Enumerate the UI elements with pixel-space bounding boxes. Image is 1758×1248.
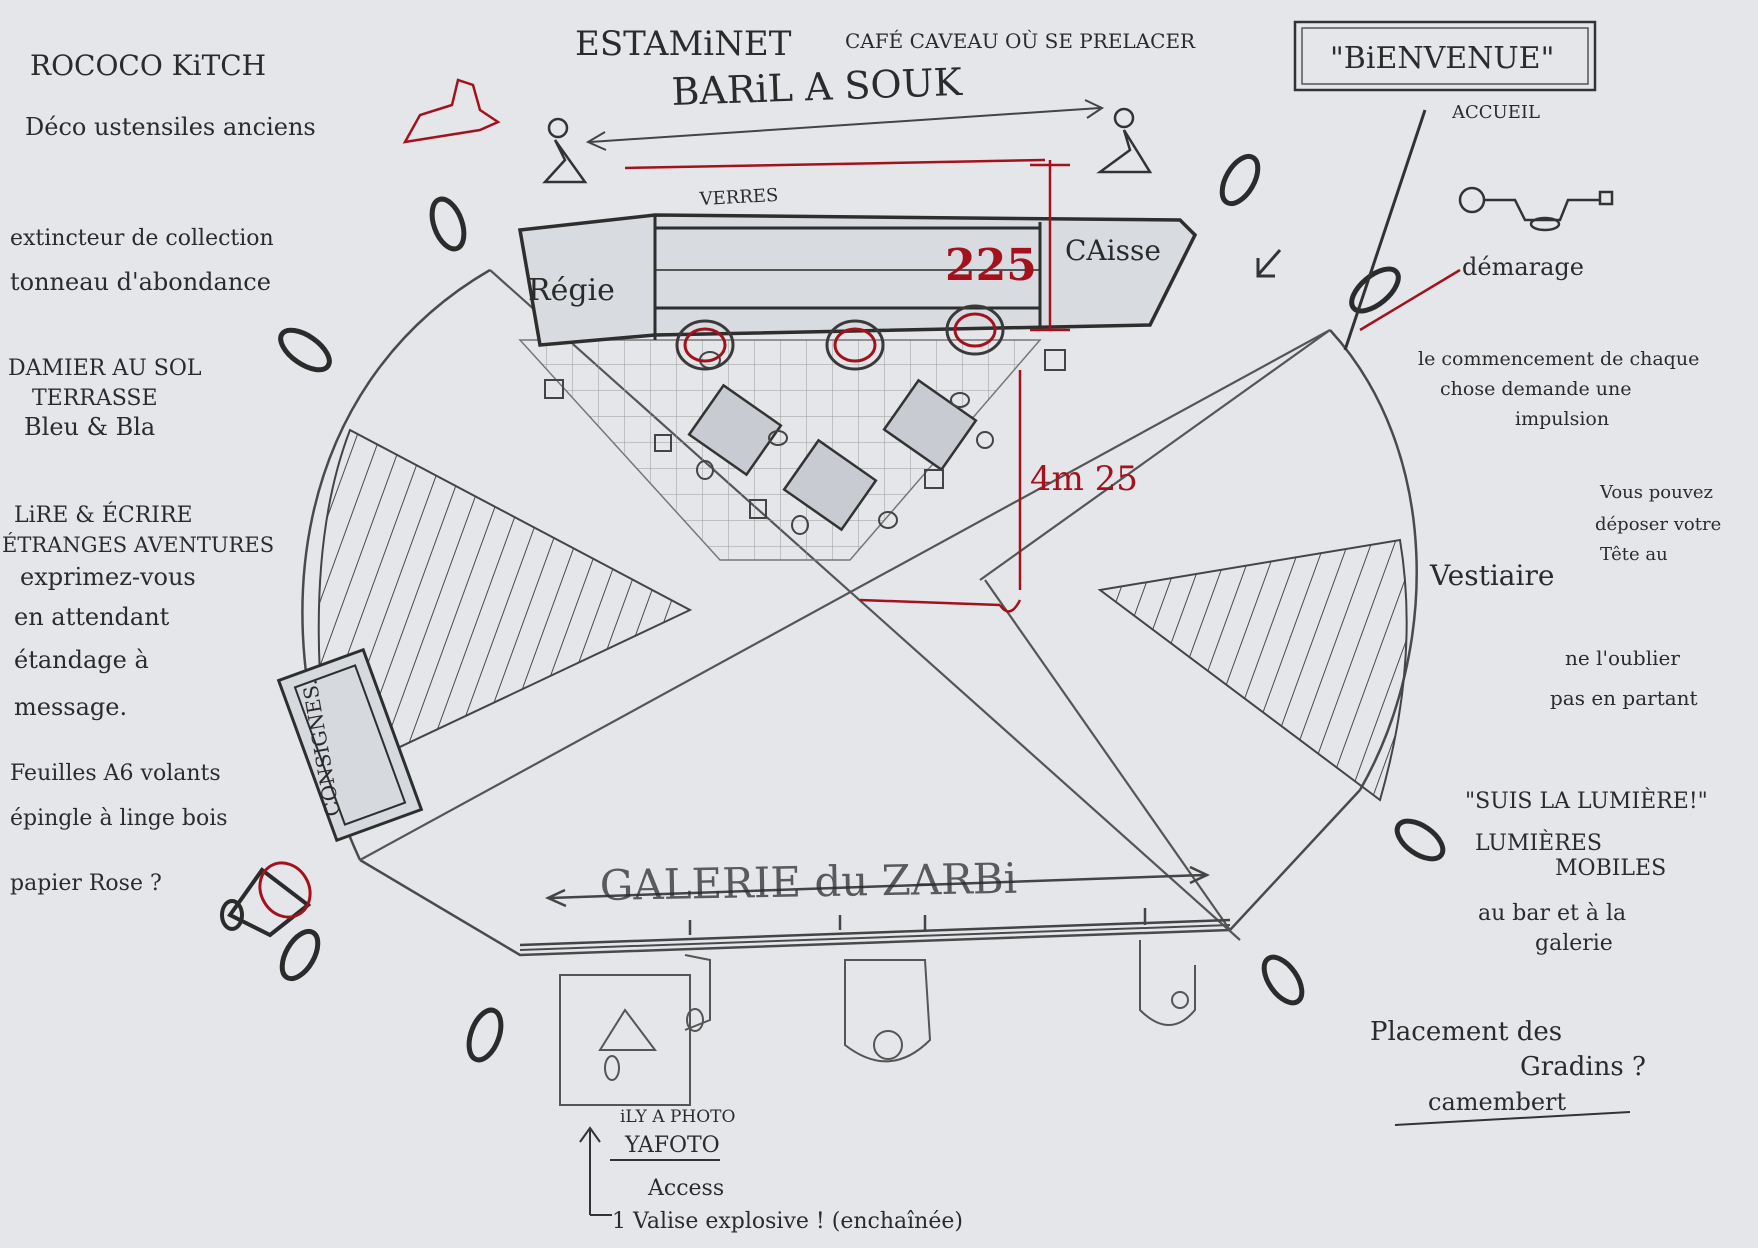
lamp-switch-icon: [1458, 186, 1614, 232]
message-label: message.: [14, 693, 127, 721]
dimension-height-label: 225: [945, 240, 1037, 291]
stool-round: [878, 511, 898, 529]
stool-round: [950, 392, 970, 408]
stool-round: [696, 460, 714, 480]
spotlight: [1219, 153, 1261, 207]
hanging-lamp-left: [542, 117, 588, 184]
spotlight: [1349, 266, 1401, 314]
width-arrow: [585, 99, 1105, 151]
consignes-board: [276, 647, 424, 843]
photo-frame: [559, 974, 691, 1106]
spotlight: [279, 928, 321, 982]
spotlight: [429, 196, 467, 252]
camembert-label: camembert: [1428, 1088, 1567, 1116]
oublier-label-1: ne l'oublier: [1565, 646, 1680, 670]
suis-lumiere-label: "SUIS LA LUMIÈRE!": [1465, 787, 1708, 814]
etranges-aventures-label: ÉTRANGES AVENTURES: [2, 533, 274, 557]
bar-stool: [825, 319, 885, 371]
bienvenue-sign: [1293, 20, 1597, 92]
rococo-kitch-label: ROCOCO KiTCH: [30, 49, 266, 82]
deco-label: Déco ustensiles anciens: [25, 113, 316, 141]
bleu-bla-label: Bleu & Bla: [24, 413, 155, 441]
caisse-label: CAisse: [1065, 234, 1161, 267]
stool-round: [791, 515, 809, 535]
access-arrow: [579, 1126, 720, 1216]
stool-square: [544, 379, 564, 399]
gradins-label: Gradins ?: [1520, 1052, 1646, 1082]
feuilles-label: Feuilles A6 volants: [10, 761, 221, 786]
extincteur-label: extincteur de collection: [10, 226, 274, 251]
bar-stool: [675, 319, 735, 371]
stool-square: [1044, 349, 1066, 371]
damier-label: DAMIER AU SOL: [8, 356, 202, 381]
verres-label: VERRES: [698, 185, 779, 210]
rococo-hat-sketch: [402, 78, 501, 144]
impulsion-line-2: chose demande une: [1440, 378, 1632, 400]
gallery-exhibits: [559, 940, 1196, 1106]
estaminet-title: ESTAMiNET: [575, 24, 792, 64]
photo-label: iLY A PHOTO: [620, 1107, 735, 1127]
galerie-note-label: galerie: [1535, 931, 1613, 956]
papier-rose-label: papier Rose ?: [10, 871, 162, 896]
access-label: Access: [647, 1176, 724, 1201]
hanging-lamp-right: [1096, 107, 1153, 174]
yafoto-label: YAFOTO: [624, 1133, 720, 1158]
spotlights: [278, 153, 1446, 1063]
regie-label: Régie: [528, 273, 615, 308]
subtitle-text: CAFÉ CAVEAU OÙ SE PRELACER: [845, 28, 1196, 53]
valise-label: 1 Valise explosive ! (enchaînée): [612, 1209, 963, 1234]
epingle-label: épingle à linge bois: [10, 806, 228, 831]
baril-title: BARiL A SOUK: [671, 60, 964, 114]
mobiles-label: MOBILES: [1555, 856, 1666, 881]
table-square: [882, 378, 978, 472]
damier-terrace: [518, 339, 1066, 561]
megaphone-icon: [220, 861, 312, 938]
impulsion-line-1: le commencement de chaque: [1418, 348, 1699, 370]
spotlight: [466, 1007, 504, 1063]
tete-au-label: Tête au: [1600, 544, 1668, 565]
stool-square: [654, 434, 672, 452]
lumieres-label: LUMIÈRES: [1475, 829, 1602, 856]
impulsion-line-3: impulsion: [1515, 408, 1609, 430]
stool-square: [749, 499, 767, 519]
en-attendant-label: en attendant: [14, 603, 170, 631]
lire-ecrire-label: LiRE & ÉCRIRE: [14, 501, 193, 528]
placement-label: Placement des: [1370, 1017, 1562, 1047]
oublier-label-2: pas en partant: [1550, 686, 1698, 710]
demarrage-label: démarage: [1462, 253, 1584, 281]
table-square: [782, 438, 878, 532]
galerie-wall: [519, 865, 1231, 947]
etandage-label: étandage à: [14, 646, 149, 674]
table-square: [687, 383, 783, 477]
deposer-label: déposer votre: [1595, 514, 1721, 535]
dimension-lines: [624, 158, 1461, 613]
right-gradins: [1097, 538, 1408, 802]
camembert-underline: [1394, 1111, 1631, 1126]
bienvenue-text: "BiENVENUE": [1330, 41, 1554, 76]
bar-counter: [517, 213, 1198, 371]
stool-round: [976, 431, 994, 449]
exprimez-vous-label: exprimez-vous: [20, 563, 196, 591]
tonneau-label: tonneau d'abondance: [10, 268, 271, 296]
bar-stool-marker: [683, 327, 727, 363]
spotlight: [1261, 954, 1305, 1006]
galerie-zarbi-title: GALERIE du ZARBi: [599, 854, 1017, 910]
vestiaire-label: Vestiaire: [1429, 559, 1554, 592]
au-bar-label: au bar et à la: [1478, 901, 1626, 926]
stool-round: [768, 430, 788, 446]
spotlight: [278, 327, 332, 373]
bar-stool-marker: [833, 327, 877, 363]
bar-stool: [945, 304, 1005, 356]
spotlight: [1394, 818, 1446, 862]
vous-pouvez-label: Vous pouvez: [1599, 482, 1713, 503]
terrasse-label: TERRASSE: [32, 386, 158, 411]
entrance-arrow: [1256, 109, 1427, 351]
valise-exhibit: [844, 959, 932, 1063]
accueil-label: ACCUEIL: [1451, 102, 1540, 123]
dimension-depth-label: 4m 25: [1030, 459, 1138, 499]
bar-stool-marker: [953, 312, 997, 348]
stool-square: [924, 469, 944, 489]
